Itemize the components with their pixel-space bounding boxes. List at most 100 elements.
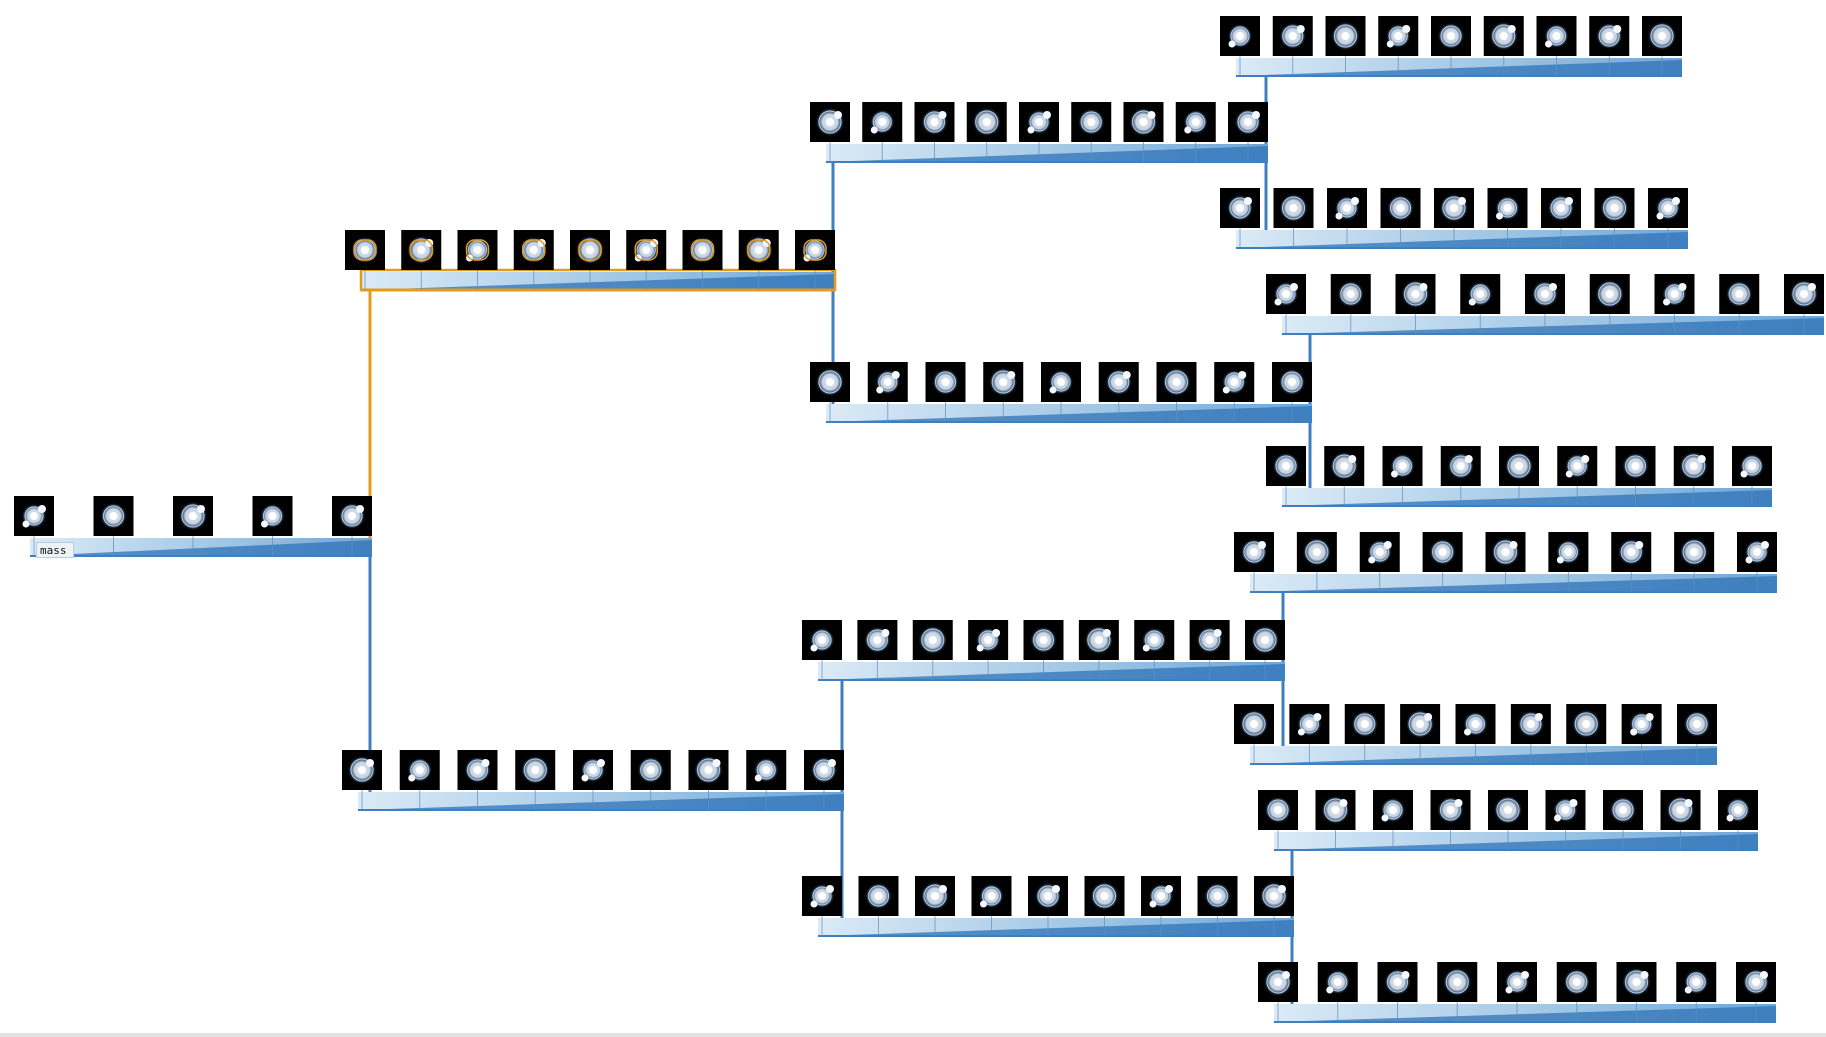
timelapse-frame[interactable]	[968, 620, 1009, 660]
timelapse-frame[interactable]	[1718, 790, 1758, 830]
timelapse-frame[interactable]	[1330, 274, 1371, 314]
timelapse-frame[interactable]	[1189, 620, 1230, 660]
timelapse-frame[interactable]	[1141, 876, 1181, 916]
timelapse-frame[interactable]	[1220, 16, 1260, 56]
timelapse-frame[interactable]	[1487, 188, 1528, 228]
timelapse-frame[interactable]	[1677, 704, 1717, 744]
timelapse-frame[interactable]	[1078, 620, 1119, 660]
timelapse-frame[interactable]	[1098, 362, 1139, 402]
timelapse-frame[interactable]	[1615, 446, 1656, 486]
timelapse-frame[interactable]	[1266, 274, 1306, 314]
timelapse-frame[interactable]	[1380, 188, 1421, 228]
timelapse-frame[interactable]	[1382, 446, 1423, 486]
timelapse-frame[interactable]	[1214, 362, 1255, 402]
timelapse-frame[interactable]	[983, 362, 1024, 402]
timelapse-frame[interactable]	[1732, 446, 1772, 486]
timelapse-frame[interactable]	[1440, 446, 1481, 486]
timelapse-frame[interactable]	[1359, 532, 1400, 572]
timelapse-frame[interactable]	[802, 876, 842, 916]
timelapse-frame[interactable]	[795, 230, 835, 270]
timelapse-frame[interactable]	[93, 496, 134, 536]
timelapse-frame[interactable]	[1245, 620, 1285, 660]
timelapse-frame[interactable]	[1315, 790, 1356, 830]
timelapse-frame[interactable]	[1460, 274, 1501, 314]
timelapse-frame[interactable]	[1422, 532, 1463, 572]
timelapse-frame[interactable]	[1156, 362, 1197, 402]
timelapse-frame[interactable]	[1499, 446, 1539, 486]
timelapse-frame[interactable]	[1266, 446, 1306, 486]
timelapse-frame[interactable]	[1431, 16, 1471, 56]
timelapse-frame[interactable]	[810, 362, 850, 402]
timelapse-frame[interactable]	[1485, 532, 1526, 572]
timelapse-frame[interactable]	[1660, 790, 1701, 830]
timelapse-frame[interactable]	[1041, 362, 1081, 402]
timelapse-frame[interactable]	[1434, 188, 1474, 228]
timelapse-frame[interactable]	[966, 102, 1007, 142]
timelapse-frame[interactable]	[688, 750, 729, 790]
timelapse-frame[interactable]	[1437, 962, 1478, 1002]
timelapse-frame[interactable]	[1654, 274, 1695, 314]
timelapse-frame[interactable]	[252, 496, 293, 536]
timelapse-frame[interactable]	[1541, 188, 1581, 228]
timelapse-frame[interactable]	[857, 620, 898, 660]
timelapse-frame[interactable]	[1784, 274, 1824, 314]
timelapse-frame[interactable]	[1736, 962, 1776, 1002]
timelapse-frame[interactable]	[626, 230, 667, 270]
timelapse-frame[interactable]	[1483, 16, 1524, 56]
timelapse-frame[interactable]	[1616, 962, 1657, 1002]
timelapse-frame[interactable]	[738, 230, 779, 270]
timelapse-frame[interactable]	[804, 750, 844, 790]
timelapse-frame[interactable]	[1377, 962, 1418, 1002]
timelapse-frame[interactable]	[345, 230, 385, 270]
timelapse-frame[interactable]	[1220, 188, 1260, 228]
timelapse-frame[interactable]	[862, 102, 903, 142]
timelapse-frame[interactable]	[1258, 790, 1298, 830]
timelapse-frame[interactable]	[1719, 274, 1760, 314]
timelapse-frame[interactable]	[1603, 790, 1643, 830]
timelapse-frame[interactable]	[1028, 876, 1068, 916]
timelapse-frame[interactable]	[1373, 790, 1413, 830]
timelapse-frame[interactable]	[457, 750, 498, 790]
timelapse-frame[interactable]	[971, 876, 1012, 916]
timelapse-frame[interactable]	[630, 750, 671, 790]
timelapse-frame[interactable]	[570, 230, 610, 270]
timelapse-frame[interactable]	[1430, 790, 1471, 830]
timelapse-frame[interactable]	[802, 620, 842, 660]
timelapse-frame[interactable]	[1545, 790, 1586, 830]
timelapse-frame[interactable]	[1272, 16, 1313, 56]
timelapse-frame[interactable]	[173, 496, 213, 536]
timelapse-frame[interactable]	[1123, 102, 1164, 142]
timelapse-frame[interactable]	[14, 496, 54, 536]
timelapse-frame[interactable]	[573, 750, 613, 790]
timelapse-frame[interactable]	[457, 230, 498, 270]
timelapse-frame[interactable]	[332, 496, 372, 536]
timelapse-frame[interactable]	[1134, 620, 1175, 660]
timelapse-frame[interactable]	[867, 362, 908, 402]
timelapse-frame[interactable]	[401, 230, 442, 270]
timelapse-frame[interactable]	[1023, 620, 1064, 660]
timelapse-frame[interactable]	[1673, 446, 1714, 486]
timelapse-frame[interactable]	[1510, 704, 1551, 744]
timelapse-frame[interactable]	[1488, 790, 1528, 830]
timelapse-frame[interactable]	[1611, 532, 1652, 572]
timelapse-frame[interactable]	[1071, 102, 1112, 142]
timelapse-frame[interactable]	[912, 620, 953, 660]
timelapse-frame[interactable]	[1589, 274, 1630, 314]
timelapse-frame[interactable]	[1648, 188, 1688, 228]
timelapse-frame[interactable]	[925, 362, 966, 402]
timelapse-frame[interactable]	[915, 876, 955, 916]
timelapse-frame[interactable]	[1642, 16, 1682, 56]
timelapse-frame[interactable]	[1548, 532, 1589, 572]
timelapse-frame[interactable]	[1254, 876, 1294, 916]
timelapse-frame[interactable]	[1455, 704, 1496, 744]
timelapse-frame[interactable]	[1566, 704, 1607, 744]
timelapse-frame[interactable]	[1324, 446, 1365, 486]
timelapse-frame[interactable]	[342, 750, 382, 790]
timelapse-frame[interactable]	[682, 230, 723, 270]
timelapse-frame[interactable]	[1228, 102, 1268, 142]
timelapse-frame[interactable]	[1175, 102, 1216, 142]
timelapse-frame[interactable]	[1594, 188, 1635, 228]
timelapse-frame[interactable]	[1234, 704, 1274, 744]
timelapse-frame[interactable]	[1674, 532, 1715, 572]
timelapse-frame[interactable]	[1676, 962, 1717, 1002]
